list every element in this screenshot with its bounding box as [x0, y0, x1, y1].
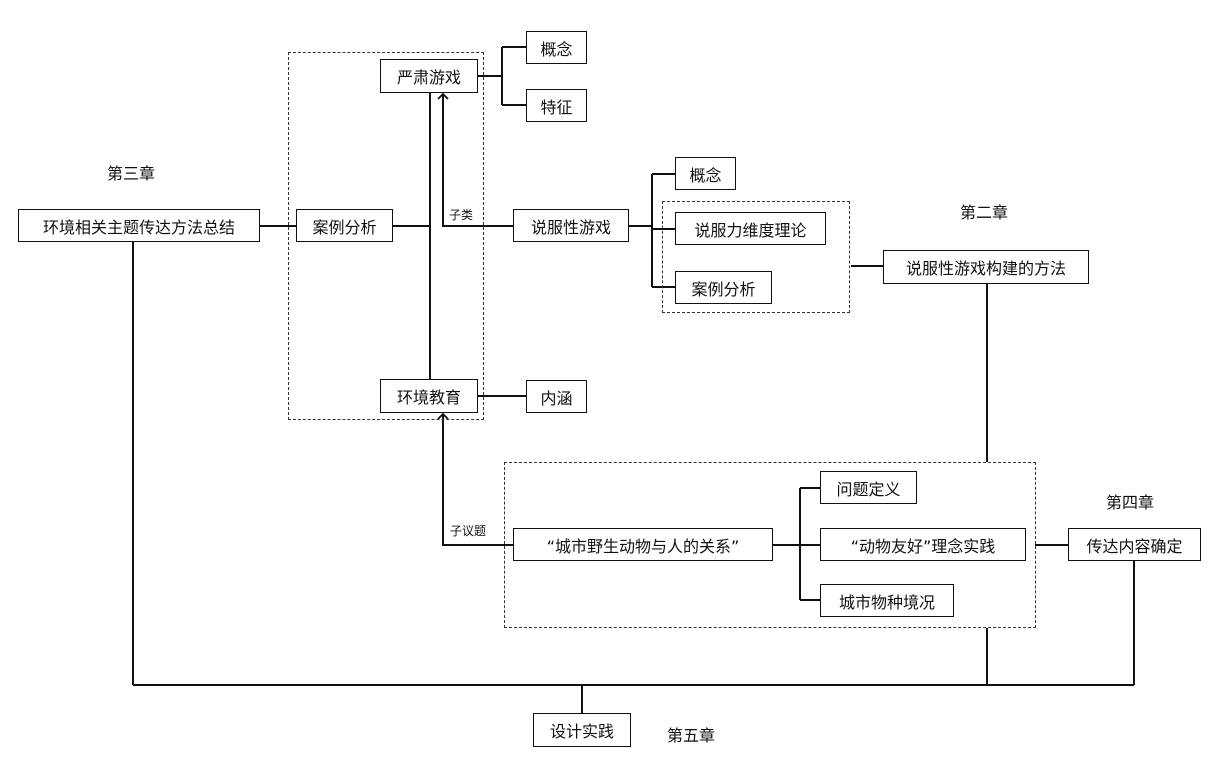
chapter-4-label: 第四章 [1106, 493, 1155, 512]
persuasion-theory-node[interactable]: 说服力维度理论 [675, 212, 826, 245]
urban-species-node[interactable]: 城市物种境况 [820, 584, 954, 617]
urban-wildlife-dashed-group [504, 462, 1036, 628]
concept-mid-node[interactable]: 概念 [675, 157, 736, 190]
problem-definition-node[interactable]: 问题定义 [820, 471, 917, 504]
serious-games-node[interactable]: 严肃游戏 [380, 59, 478, 93]
env-summary-node[interactable]: 环境相关主题传达方法总结 [18, 209, 260, 242]
chapter-2-label: 第二章 [960, 203, 1009, 222]
subclass-edge-label: 子类 [448, 206, 475, 223]
design-practice-node[interactable]: 设计实践 [533, 713, 631, 747]
case-analysis-right-node[interactable]: 案例分析 [675, 271, 772, 304]
env-education-node[interactable]: 环境教育 [380, 379, 478, 413]
left-dashed-group [288, 52, 484, 420]
connotation-node[interactable]: 内涵 [526, 380, 587, 413]
subtopic-edge-label: 子议题 [449, 522, 488, 539]
animal-friendly-node[interactable]: “动物友好”理念实践 [820, 528, 1026, 561]
chapter-3-label: 第三章 [107, 164, 156, 183]
case-analysis-left-node[interactable]: 案例分析 [296, 209, 393, 242]
persuasive-games-node[interactable]: 说服性游戏 [513, 209, 629, 242]
features-node[interactable]: 特征 [526, 89, 587, 122]
persuasion-dashed-group [662, 201, 850, 313]
content-confirm-node[interactable]: 传达内容确定 [1068, 528, 1201, 561]
urban-wildlife-node[interactable]: “城市野生动物与人的关系” [513, 528, 773, 561]
chapter-5-label: 第五章 [667, 726, 716, 745]
concept-top-node[interactable]: 概念 [526, 31, 587, 64]
persuasive-method-node[interactable]: 说服性游戏构建的方法 [883, 250, 1089, 284]
